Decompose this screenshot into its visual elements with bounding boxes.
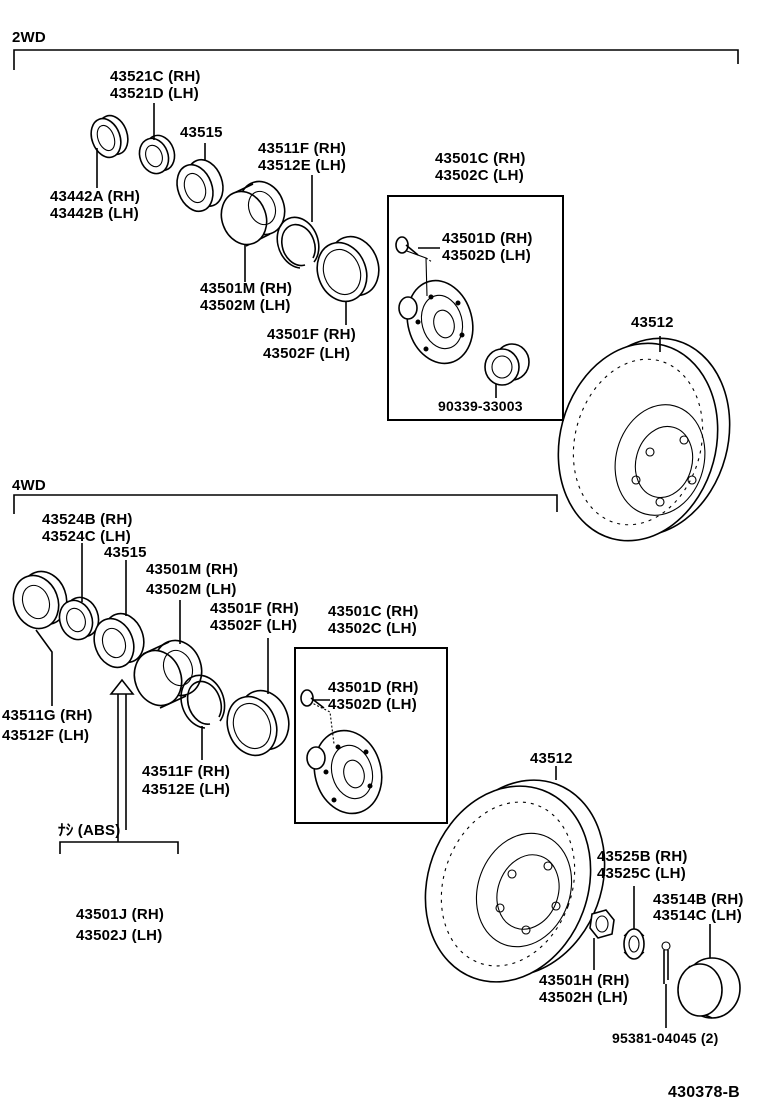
label-4wd-abs-seal-rh: 43501J (RH) bbox=[76, 906, 165, 923]
label-4wd-hub-nut-lh: 43502H (LH) bbox=[539, 989, 628, 1006]
hub-bearing-2wd-shape bbox=[220, 180, 286, 282]
label-4wd-hub-assy-lh: 43502C (LH) bbox=[328, 620, 417, 637]
label-2wd-seal-outer-rh: 43521C (RH) bbox=[110, 68, 201, 85]
label-2wd-seal-inner-rh: 43501F (RH) bbox=[267, 326, 356, 343]
disc-2wd-shape bbox=[557, 336, 731, 542]
label-4wd-seal-a-rh: 43524B (RH) bbox=[42, 511, 133, 528]
label-2wd-seal-inner-lh: 43502F (LH) bbox=[263, 345, 351, 362]
label-4wd-snap-ring-lh: 43512E (LH) bbox=[142, 781, 231, 798]
bracket-2wd bbox=[13, 49, 739, 70]
label-4wd-oil-seal-lh: 43512F (LH) bbox=[2, 727, 90, 744]
lock-cap-4wd-shape bbox=[623, 886, 645, 960]
seal-outer-2wd-shape bbox=[138, 103, 176, 175]
label-2wd-hub-assy-lh: 43502C (LH) bbox=[435, 167, 524, 184]
section-2wd-label: 2WD bbox=[12, 29, 46, 46]
hub-nut-4wd-shape bbox=[589, 909, 615, 970]
abs-arrow bbox=[109, 678, 135, 830]
label-4wd-hub-assy-rh: 43501C (RH) bbox=[328, 603, 419, 620]
seal-inner-4wd-shape bbox=[226, 638, 290, 757]
bearing-outer-4wd-shape bbox=[93, 560, 145, 669]
hub-assy-2wd-shape bbox=[398, 249, 474, 365]
label-4wd-snap-ring-rh: 43511F (RH) bbox=[142, 763, 231, 780]
oil-seal-2wd-shape bbox=[90, 114, 129, 188]
hub-assy-4wd-box bbox=[294, 647, 448, 824]
label-4wd-hub-bearing-rh: 43501M (RH) bbox=[146, 561, 239, 578]
bracket-abs bbox=[59, 830, 179, 854]
snap-ring-4wd-shape bbox=[180, 674, 226, 760]
label-2wd-hub-bolt-lh: 43502D (LH) bbox=[442, 247, 531, 264]
diagram-id: 430378-B bbox=[668, 1084, 740, 1101]
label-2wd-hub-bearing-lh: 43502M (LH) bbox=[200, 297, 291, 314]
label-4wd-grease-cap-lh: 43514C (LH) bbox=[653, 907, 742, 924]
label-2wd-bearing-outer: 43515 bbox=[180, 124, 223, 141]
oil-seal-4wd-shape bbox=[12, 570, 68, 706]
nut-2wd-shape bbox=[484, 343, 530, 398]
label-2wd-oil-seal-lh: 43442B (LH) bbox=[50, 205, 139, 222]
label-4wd-cotter-pin: 95381-04045 (2) bbox=[612, 1030, 719, 1046]
seal-a-4wd-shape bbox=[58, 543, 100, 641]
label-4wd-grease-cap-rh: 43514B (RH) bbox=[653, 891, 744, 908]
label-4wd-oil-seal-rh: 43511G (RH) bbox=[2, 707, 93, 724]
abs-note-label: ﾅｼ (ABS) bbox=[58, 822, 121, 839]
label-2wd-disc: 43512 bbox=[631, 314, 674, 331]
label-2wd-nut: 90339-33003 bbox=[438, 398, 523, 414]
label-2wd-hub-bearing-rh: 43501M (RH) bbox=[200, 280, 293, 297]
label-4wd-seal-inner-rh: 43501F (RH) bbox=[210, 600, 299, 617]
label-2wd-hub-bolt-rh: 43501D (RH) bbox=[442, 230, 533, 247]
label-4wd-hub-bolt-lh: 43502D (LH) bbox=[328, 696, 417, 713]
label-4wd-lock-cap-rh: 43525B (RH) bbox=[597, 848, 688, 865]
label-4wd-seal-inner-lh: 43502F (LH) bbox=[210, 617, 298, 634]
label-2wd-hub-assy-rh: 43501C (RH) bbox=[435, 150, 526, 167]
label-2wd-seal-outer-lh: 43521D (LH) bbox=[110, 85, 199, 102]
label-4wd-lock-cap-lh: 43525C (LH) bbox=[597, 865, 686, 882]
bearing-outer-2wd-shape bbox=[176, 143, 224, 213]
disc-4wd-shape bbox=[424, 766, 606, 983]
label-2wd-snap-ring-rh: 43511F (RH) bbox=[258, 140, 347, 157]
hub-assy-4wd-shape bbox=[306, 701, 383, 815]
label-4wd-abs-seal-lh: 43502J (LH) bbox=[76, 927, 163, 944]
snap-ring-2wd-shape bbox=[276, 175, 320, 269]
seal-inner-2wd-shape bbox=[316, 235, 380, 325]
label-4wd-hub-bearing-lh: 43502M (LH) bbox=[146, 581, 237, 598]
label-4wd-seal-a-lh: 43524C (LH) bbox=[42, 528, 131, 545]
hub-assy-2wd-box bbox=[387, 195, 564, 421]
hub-bolt-2wd-shape bbox=[395, 236, 440, 256]
section-4wd-label: 4WD bbox=[12, 477, 46, 494]
label-4wd-disc: 43512 bbox=[530, 750, 573, 767]
label-4wd-bearing-outer: 43515 bbox=[104, 544, 147, 561]
label-4wd-hub-bolt-rh: 43501D (RH) bbox=[328, 679, 419, 696]
label-2wd-snap-ring-lh: 43512E (LH) bbox=[258, 157, 347, 174]
hub-bolt-4wd-shape bbox=[300, 689, 330, 709]
bracket-4wd bbox=[13, 494, 558, 514]
grease-cap-4wd-shape bbox=[677, 924, 741, 1019]
label-4wd-hub-nut-rh: 43501H (RH) bbox=[539, 972, 630, 989]
cotter-pin-4wd-shape bbox=[661, 941, 671, 1028]
label-2wd-oil-seal-rh: 43442A (RH) bbox=[50, 188, 141, 205]
